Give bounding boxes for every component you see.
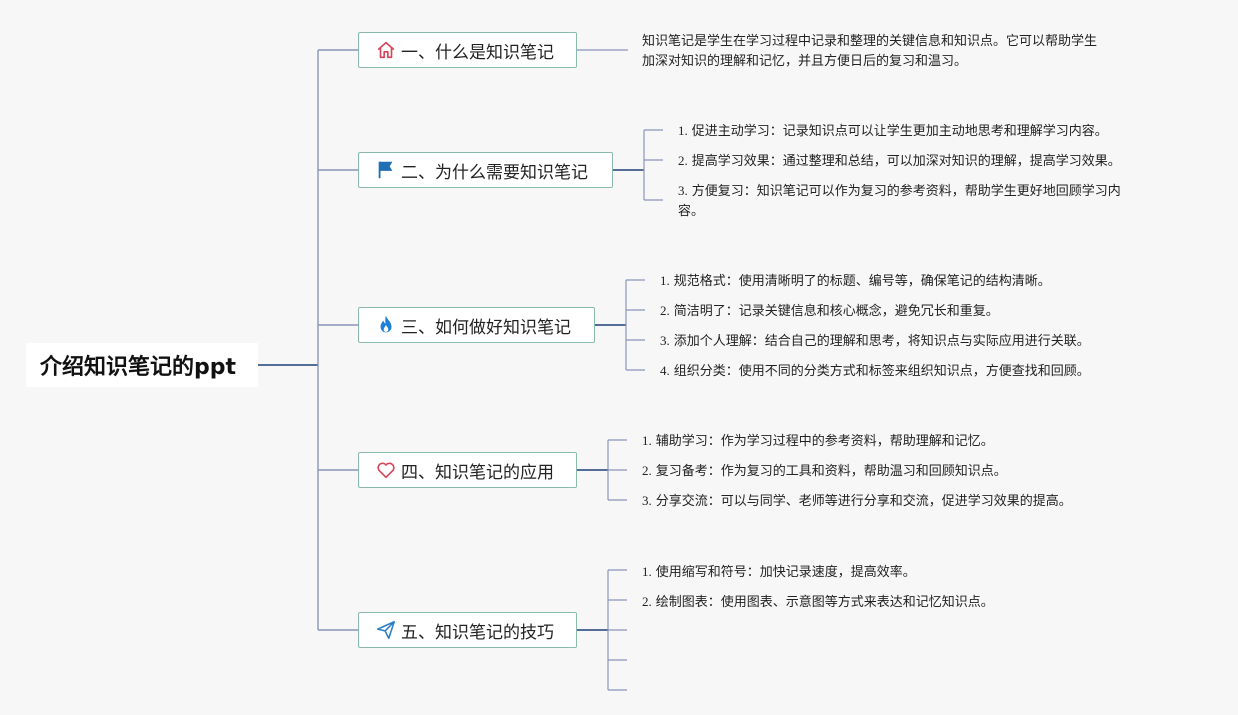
heart-icon — [375, 459, 397, 481]
item-text: 复习备考：作为复习的工具和资料，帮助温习和回顾知识点。 — [655, 464, 1007, 479]
item-number: 2. — [642, 594, 652, 609]
list-item: 2.简洁明了：记录关键信息和核心概念，避免冗长和重复。 — [660, 301, 999, 322]
item-text: 使用缩写和符号：加快记录速度，提高效率。 — [655, 565, 916, 580]
item-number: 3. — [678, 183, 688, 198]
topic-applications[interactable]: 四、知识笔记的应用 — [358, 452, 577, 488]
item-text: 添加个人理解：结合自己的理解和思考，将知识点与实际应用进行关联。 — [673, 334, 1090, 349]
list-item: 2.提高学习效果：通过整理和总结，可以加深对知识的理解，提高学习效果。 — [678, 151, 1121, 172]
flame-icon — [375, 314, 397, 336]
list-item: 1.辅助学习：作为学习过程中的参考资料，帮助理解和记忆。 — [642, 431, 994, 452]
item-text: 辅助学习：作为学习过程中的参考资料，帮助理解和记忆。 — [655, 434, 994, 449]
item-number: 3. — [660, 333, 670, 348]
topic-techniques[interactable]: 五、知识笔记的技巧 — [358, 612, 577, 648]
topic-label: 四、知识笔记的应用 — [401, 462, 554, 483]
list-item: 1.使用缩写和符号：加快记录速度，提高效率。 — [642, 562, 916, 583]
topic-label: 三、如何做好知识笔记 — [401, 317, 571, 338]
flag-icon — [375, 159, 397, 181]
description-line: 知识笔记是学生在学习过程中记录和整理的关键信息和知识点。它可以帮助学生 — [642, 34, 1098, 49]
list-item: 3.分享交流：可以与同学、老师等进行分享和交流，促进学习效果的提高。 — [642, 491, 1072, 512]
item-number: 1. — [678, 123, 688, 138]
item-text: 简洁明了：记录关键信息和核心概念，避免冗长和重复。 — [673, 304, 999, 319]
item-text: 方便复习：知识笔记可以作为复习的参考资料，帮助学生更好地回顾学习内 — [691, 184, 1121, 199]
topic-label: 二、为什么需要知识笔记 — [401, 162, 588, 183]
item-text: 规范格式：使用清晰明了的标题、编号等，确保笔记的结构清晰。 — [673, 274, 1051, 289]
list-item: 3.添加个人理解：结合自己的理解和思考，将知识点与实际应用进行关联。 — [660, 331, 1090, 352]
item-number: 3. — [642, 493, 652, 508]
central-topic[interactable]: 介绍知识笔记的ppt — [26, 343, 258, 387]
item-text-continued: 容。 — [678, 204, 705, 219]
topic-what-is[interactable]: 一、什么是知识笔记 — [358, 32, 577, 68]
topic-why-needed[interactable]: 二、为什么需要知识笔记 — [358, 152, 613, 188]
item-number: 2. — [678, 153, 688, 168]
list-item: 2.复习备考：作为复习的工具和资料，帮助温习和回顾知识点。 — [642, 461, 1007, 482]
list-item: 1.规范格式：使用清晰明了的标题、编号等，确保笔记的结构清晰。 — [660, 271, 1051, 292]
paper-plane-icon — [375, 619, 397, 641]
central-topic-label: 介绍知识笔记的ppt — [40, 355, 237, 380]
list-item: 1.促进主动学习：记录知识点可以让学生更加主动地思考和理解学习内容。 — [678, 121, 1108, 142]
item-number: 2. — [642, 463, 652, 478]
item-number: 1. — [642, 564, 652, 579]
topic-label: 五、知识笔记的技巧 — [401, 622, 554, 643]
item-number: 1. — [642, 433, 652, 448]
description-line: 加深对知识的理解和记忆，并且方便日后的复习和温习。 — [642, 54, 968, 69]
item-text: 提高学习效果：通过整理和总结，可以加深对知识的理解，提高学习效果。 — [691, 154, 1121, 169]
item-text: 分享交流：可以与同学、老师等进行分享和交流，促进学习效果的提高。 — [655, 494, 1072, 509]
list-item: 2.绘制图表：使用图表、示意图等方式来表达和记忆知识点。 — [642, 592, 994, 613]
topic-label: 一、什么是知识笔记 — [401, 42, 554, 63]
item-number: 2. — [660, 303, 670, 318]
item-text: 促进主动学习：记录知识点可以让学生更加主动地思考和理解学习内容。 — [691, 124, 1108, 139]
list-item: 4.组织分类：使用不同的分类方式和标签来组织知识点，方便查找和回顾。 — [660, 361, 1090, 382]
item-text: 组织分类：使用不同的分类方式和标签来组织知识点，方便查找和回顾。 — [673, 364, 1090, 379]
item-number: 4. — [660, 363, 670, 378]
item-text: 绘制图表：使用图表、示意图等方式来表达和记忆知识点。 — [655, 595, 994, 610]
item-number: 1. — [660, 273, 670, 288]
topic-what-is-description: 知识笔记是学生在学习过程中记录和整理的关键信息和知识点。它可以帮助学生 加深对知… — [642, 32, 1162, 72]
home-icon — [375, 39, 397, 61]
list-item: 3.方便复习：知识笔记可以作为复习的参考资料，帮助学生更好地回顾学习内 容。 — [678, 181, 1121, 222]
topic-how-to[interactable]: 三、如何做好知识笔记 — [358, 307, 595, 343]
